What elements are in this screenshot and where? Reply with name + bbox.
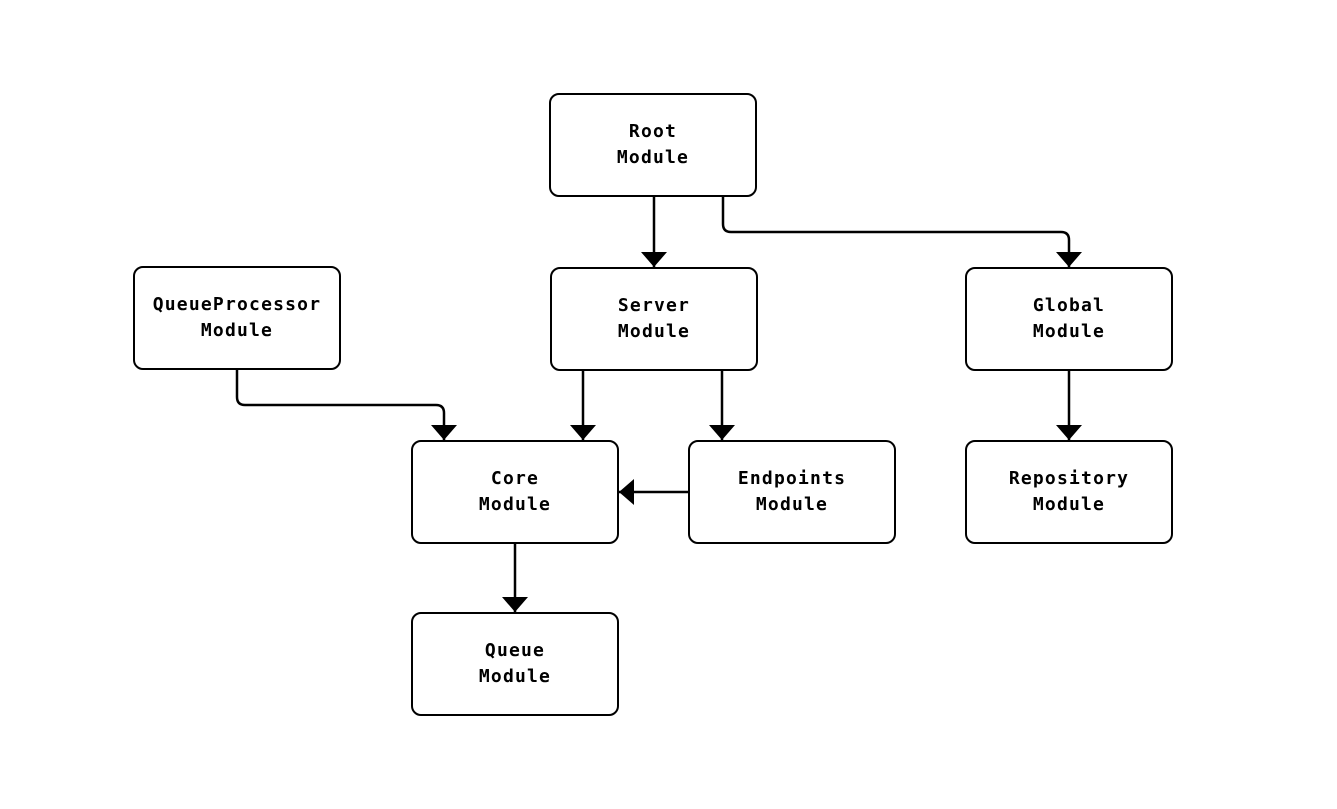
node-endpoints-label-line-1: Endpoints <box>737 468 847 489</box>
node-queue-label-line-2: Module <box>478 666 552 687</box>
node-server-label-line-2: Module <box>617 321 691 342</box>
node-server-label-line-1: Server <box>617 295 691 316</box>
node-global-label-line-2: Module <box>1032 321 1106 342</box>
node-global-label-line-1: Global <box>1032 295 1106 316</box>
edge-root-to-global <box>721 197 1082 267</box>
node-queueprocessor-label-line-1: QueueProcessor <box>152 294 322 315</box>
node-root-label-line-2: Module <box>616 147 690 168</box>
node-queueprocessor-label-line-2: Module <box>200 320 274 341</box>
edge-queueprocessor-to-core <box>235 370 457 440</box>
node-core-label-line-2: Module <box>478 494 552 515</box>
node-core-label-line-1: Core <box>490 468 540 489</box>
node-repository-label-line-1: Repository <box>1008 468 1130 489</box>
node-queue-label-line-1: Queue <box>484 640 546 661</box>
node-repository-label-line-2: Module <box>1032 494 1106 515</box>
node-root-label-line-1: Root <box>628 121 678 142</box>
node-endpoints-label-line-2: Module <box>755 494 829 515</box>
